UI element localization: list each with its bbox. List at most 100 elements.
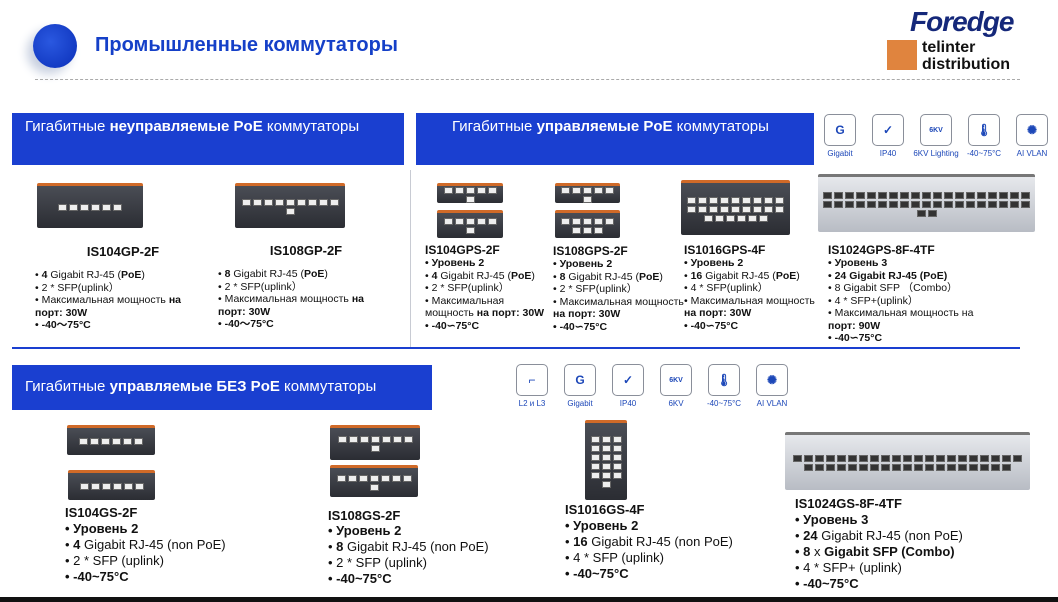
column-divider	[410, 170, 411, 348]
title-bullet-circle	[33, 24, 77, 68]
spec-text: • Максимальная мощность	[684, 294, 815, 307]
thermometer-icon: 🌡	[708, 364, 740, 396]
product-name: IS1024GS-8F-4TF	[795, 496, 902, 511]
port	[123, 483, 133, 490]
port	[476, 217, 486, 225]
spec-text: на порт: 30W	[684, 307, 752, 319]
spec-line: • Максимальная мощность на	[35, 294, 181, 307]
port	[977, 192, 986, 199]
spec-line: • 8 Gigabit RJ-45 (non PoE)	[328, 539, 489, 555]
feature-vlan: ✺AI VLAN	[752, 364, 792, 408]
port	[572, 186, 581, 194]
port	[590, 471, 600, 479]
switch-image	[437, 210, 503, 238]
port	[955, 201, 964, 208]
shield-icon: ✓	[872, 114, 904, 146]
port	[889, 201, 898, 208]
spec-line: • Максимальная мощность на	[218, 293, 364, 306]
spec-line: • -40～75°C	[35, 319, 181, 332]
port	[958, 463, 967, 471]
spec-text: • 2 * SFP(uplink）	[218, 280, 303, 293]
feature-shield: ✓IP40	[608, 364, 648, 408]
port	[848, 463, 857, 471]
spec-text: • 4 * SFP(uplink）	[684, 282, 769, 294]
spec-line: • 4 * SFP+ (uplink)	[795, 560, 963, 576]
shield-icon: ✓	[612, 364, 644, 396]
port	[358, 474, 368, 482]
port	[112, 483, 122, 490]
spec-text: )	[796, 269, 800, 282]
product-name: IS104GP-2F	[86, 244, 160, 259]
port	[980, 463, 989, 471]
banner-bold: управляемые БЕЗ PoE	[109, 378, 280, 395]
port	[933, 192, 942, 199]
port	[402, 474, 412, 482]
feature-label: L2 и L3	[518, 399, 546, 408]
vlan-icon: ✺	[1016, 114, 1048, 146]
spec-line: • Уровень 2	[684, 257, 815, 270]
port	[123, 438, 132, 445]
port	[601, 480, 611, 488]
product-specs: • Уровень 3• 24 Gigabit RJ-45 (PoE)• 8 G…	[828, 257, 973, 345]
product-specs: • Уровень 2• 8 Gigabit RJ-45 (PoE)• 2 * …	[553, 258, 684, 333]
spec-text: • Уровень 2	[553, 258, 613, 270]
spec-line: • 8 x Gigabit SFP (Combo)	[795, 544, 963, 560]
switch-image	[818, 174, 1035, 232]
spec-text: • 24 Gigabit RJ-45 (PoE)	[828, 269, 948, 282]
spec-text: )	[141, 269, 145, 281]
port	[1021, 192, 1030, 199]
port	[369, 474, 379, 482]
port	[714, 214, 724, 222]
spec-line: • Максимальная мощность	[553, 296, 684, 309]
port	[815, 454, 824, 462]
product-specs: • 8 Gigabit RJ-45 (PoE)• 2 * SFP(uplink）…	[218, 268, 364, 331]
spec-line: • -40~75°C	[565, 566, 733, 582]
port	[101, 438, 110, 445]
port	[381, 436, 391, 443]
port	[999, 201, 1008, 208]
spec-text: Gigabit RJ-45 (	[230, 268, 304, 280]
spec-text: на	[168, 294, 181, 306]
port	[845, 201, 854, 208]
port	[1002, 454, 1011, 462]
spec-text: PoE	[638, 270, 660, 283]
spec-text: • -40~75°C	[795, 576, 859, 591]
port	[274, 199, 284, 206]
port	[870, 454, 879, 462]
port	[79, 438, 88, 445]
port	[347, 474, 357, 482]
logo-line: distribution	[922, 56, 1010, 73]
spec-text: )	[324, 268, 328, 280]
spec-text: •	[328, 539, 337, 554]
product-specs: • Уровень 2• 4 Gigabit RJ-45 (non PoE)• …	[65, 521, 226, 585]
lightning-protection-icon: 6KV	[920, 114, 952, 146]
spec-line: • -40～75°C	[218, 318, 364, 331]
spec-text: Gigabit RJ-45 (	[702, 269, 776, 282]
switch-image	[681, 180, 790, 235]
port	[966, 201, 975, 208]
spec-text: 8	[559, 270, 566, 283]
spec-text: Gigabit RJ-45 (	[47, 269, 121, 281]
spec-line: • 8 Gigabit SFP （Combo）	[828, 282, 973, 295]
port	[944, 201, 953, 208]
port	[487, 186, 497, 194]
port	[753, 205, 762, 213]
spec-text: • -40～75°C	[218, 318, 274, 330]
port	[980, 454, 989, 462]
spec-text: •	[65, 537, 74, 552]
port	[878, 192, 887, 199]
port	[594, 186, 603, 194]
spec-text: •	[425, 269, 432, 282]
spec-line: мощность на порт: 30W	[425, 307, 544, 320]
spec-text: • -40∽75°C	[553, 320, 608, 333]
port	[69, 203, 78, 211]
spec-text: на порт: 30W	[476, 307, 545, 319]
switch-image	[585, 420, 627, 500]
spec-line: • 4 Gigabit RJ-45 (PoE)	[35, 269, 181, 282]
banner-bold: управляемые PoE	[536, 118, 673, 135]
product-specs: • Уровень 2• 16 Gigabit RJ-45 (PoE)• 4 *…	[684, 257, 815, 332]
